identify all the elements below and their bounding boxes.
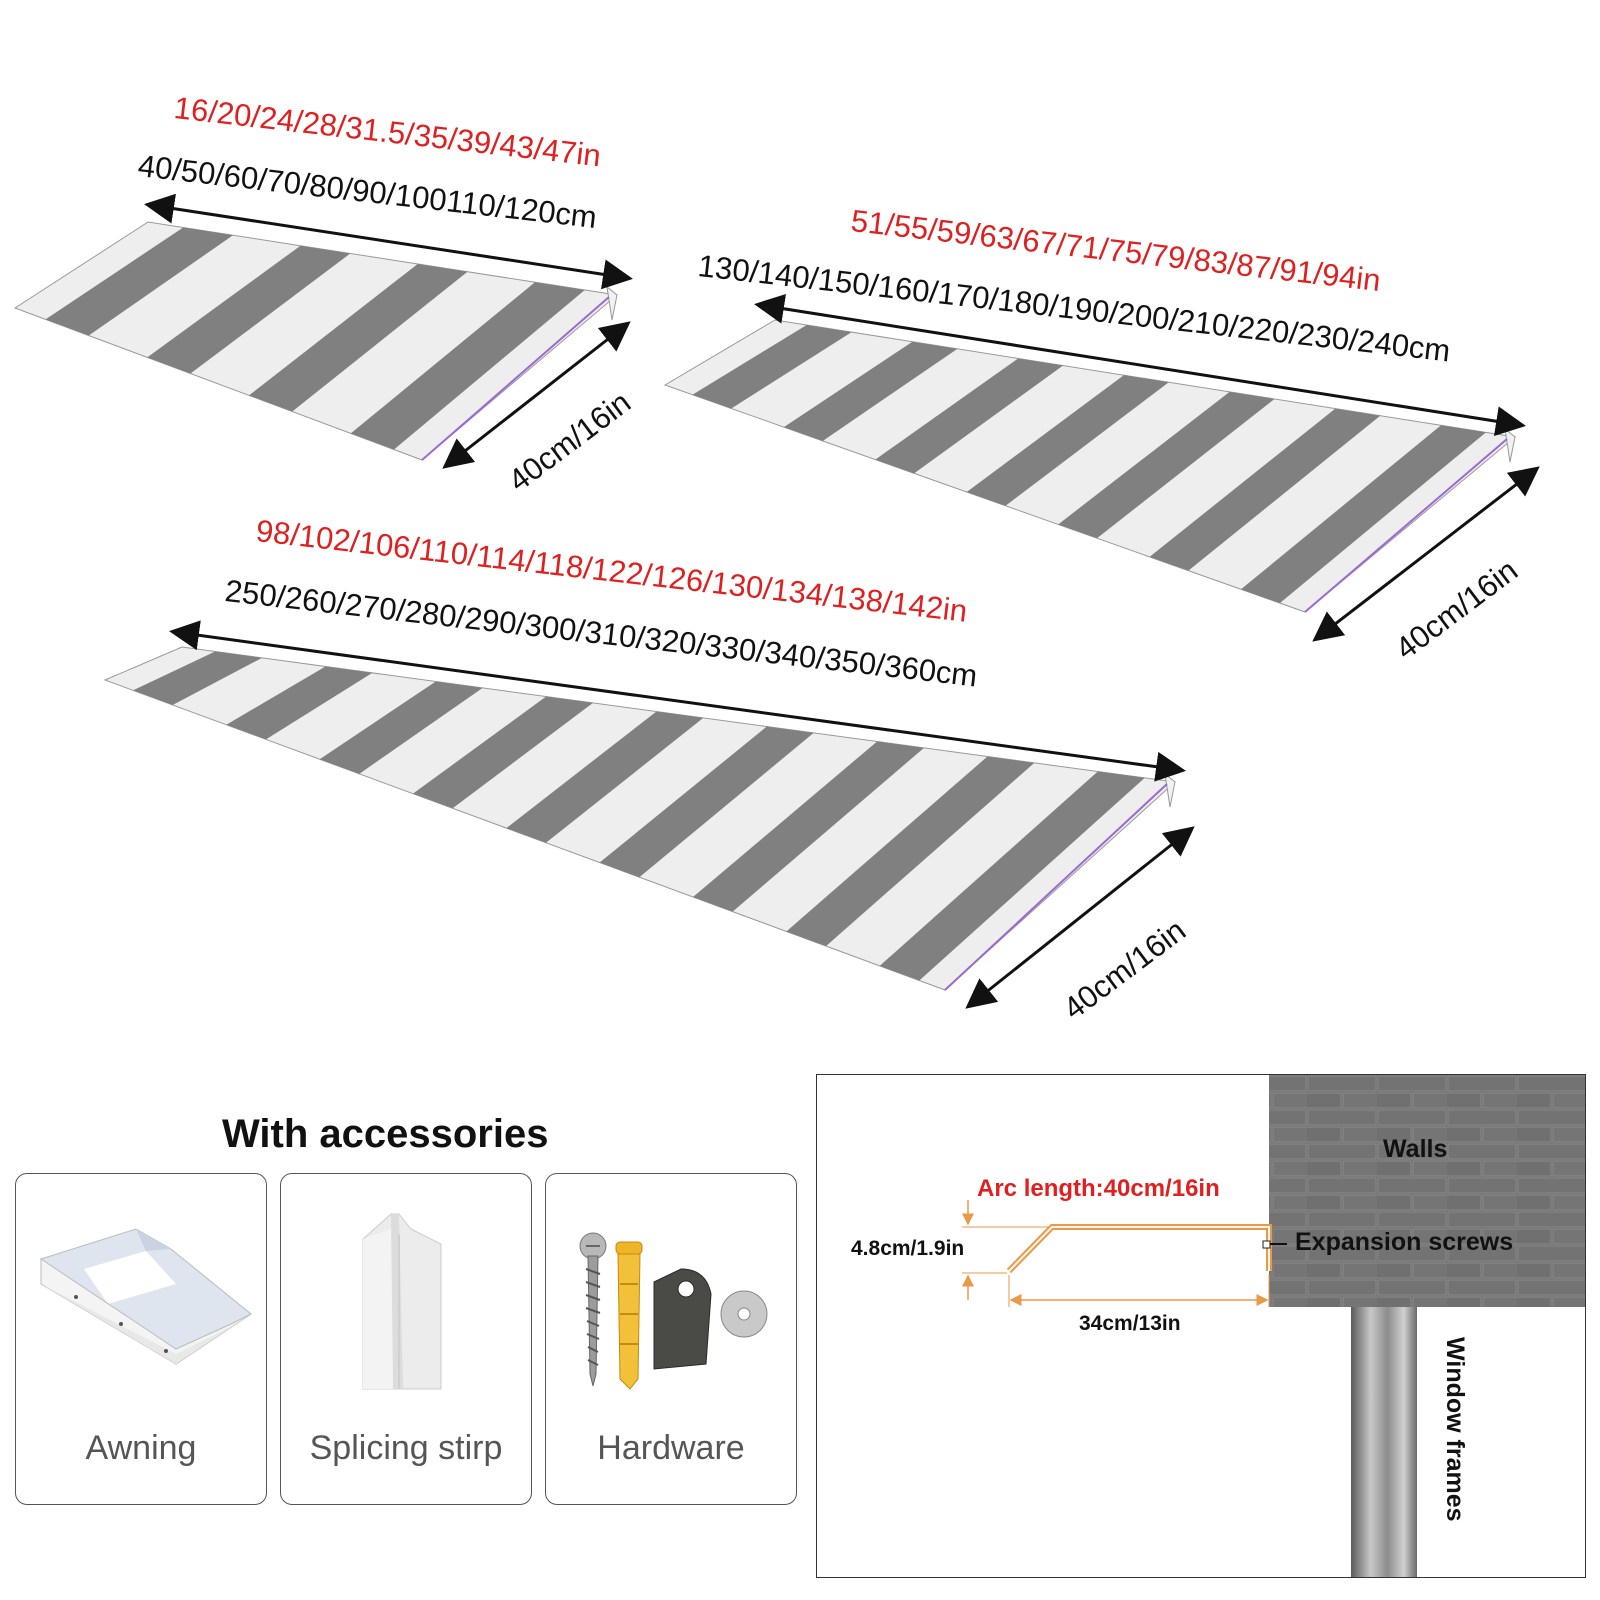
awning-2-length-arrow (754, 293, 1526, 437)
wall (1269, 1075, 1585, 1307)
accessory-label-splicing-strip: Splicing stirp (309, 1429, 503, 1467)
width-label: 34cm/13in (1079, 1312, 1181, 1335)
awning-3-stripe (693, 741, 924, 912)
expansion-screws-label: Expansion screws (1295, 1228, 1514, 1256)
accessory-label-hardware: Hardware (597, 1429, 745, 1467)
awning-profile (1006, 1224, 1272, 1274)
screw-marker (1262, 1240, 1271, 1249)
awnings-diagram (13, 193, 1540, 1009)
splicing-strip-icon (362, 1213, 442, 1390)
walls-label: Walls (1383, 1135, 1448, 1163)
awning-icon (39, 1228, 252, 1365)
awning-2-stripe (1149, 408, 1381, 571)
awning-1-depth-arrow (442, 321, 631, 469)
awning-1-end-flap (606, 285, 618, 321)
awning-3-depth-arrow (965, 826, 1195, 1009)
accessory-card-splicing-strip: Splicing stirp (280, 1173, 532, 1505)
window-frame (1351, 1307, 1417, 1577)
installation-drawing (962, 1075, 1585, 1577)
arc-length-label: Arc length:40cm/16in (977, 1175, 1220, 1202)
accessory-card-hardware: Hardware (545, 1173, 797, 1505)
hardware-icon (579, 1232, 768, 1390)
awning-1-stripe (249, 263, 468, 412)
accessories-title: With accessories (222, 1112, 549, 1156)
awning-1-length-arrow (144, 193, 633, 290)
height-label: 4.8cm/1.9in (851, 1237, 965, 1260)
awning-3-canopy (103, 646, 1177, 991)
awning-2-depth-arrow (1312, 466, 1540, 642)
awning-2-end-flap (1504, 427, 1516, 463)
accessory-label-awning: Awning (85, 1429, 197, 1467)
window-frames-label: Window frames (1441, 1337, 1469, 1522)
awning-3-stripe (786, 756, 1035, 947)
accessory-card-awning: Awning (15, 1173, 267, 1505)
awning-3-end-flap (1164, 772, 1176, 808)
installation-diagram: Walls Arc length:40cm/16in 4.8cm/1.9in E… (816, 1074, 1586, 1578)
awning-3-length-arrow (169, 620, 1186, 782)
